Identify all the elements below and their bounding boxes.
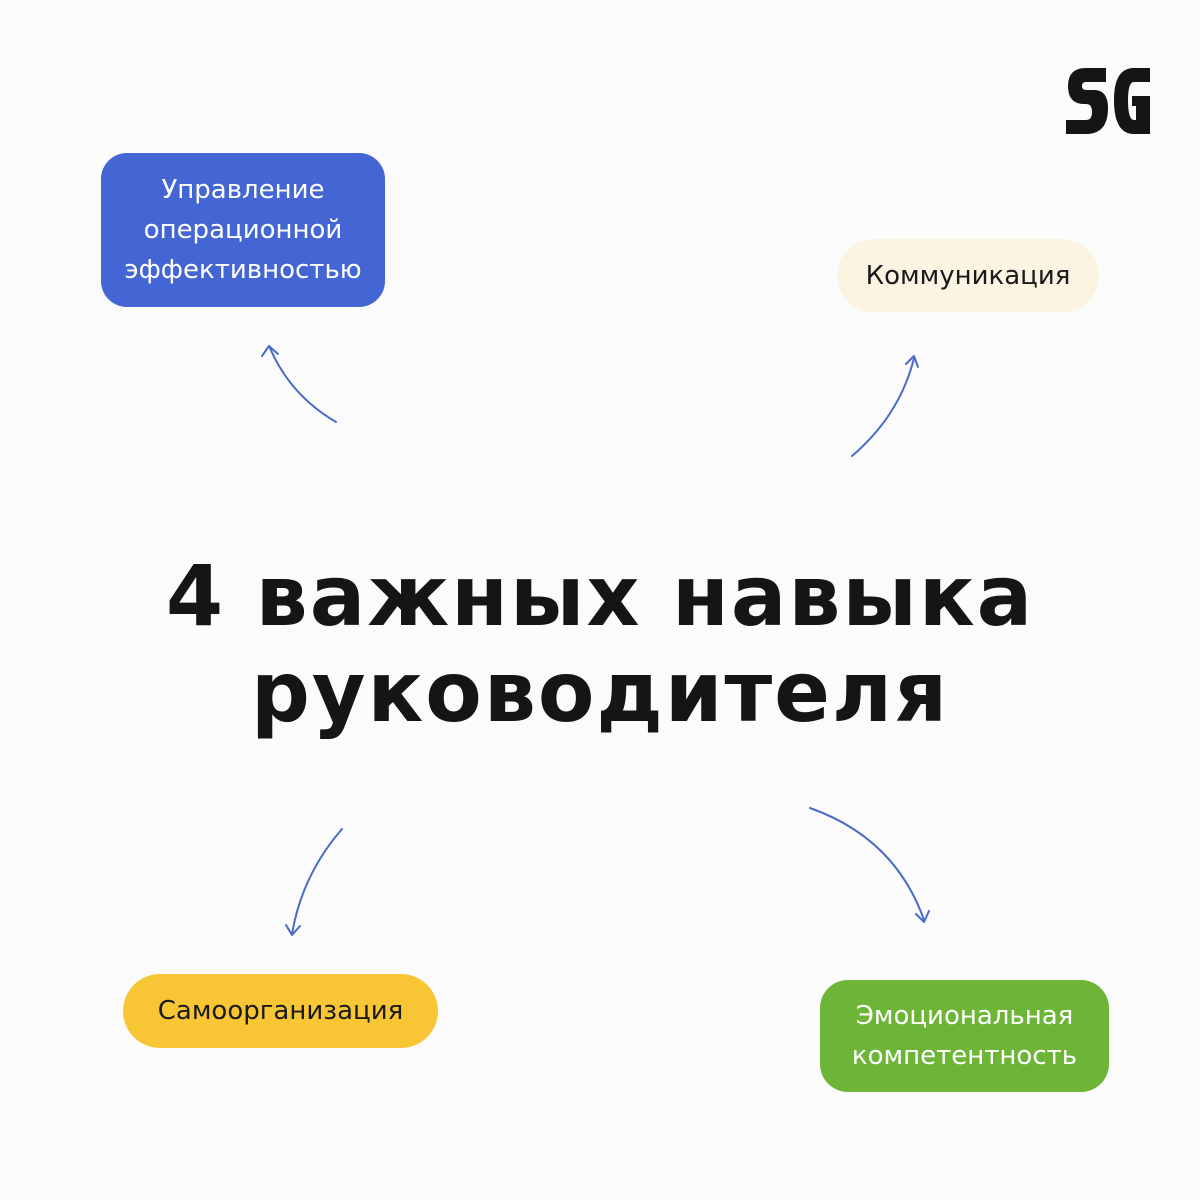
skill-self-organization: Самоорганизация	[123, 974, 438, 1048]
skill-label: Эмоциональная компетентность	[851, 1001, 1078, 1071]
skill-label: Самоорганизация	[157, 996, 404, 1026]
skill-operational-efficiency: Управление операционной эффективностью	[101, 153, 385, 307]
title-line-1: 4 важных навыка	[165, 547, 1035, 645]
skill-emotional-competence: Эмоциональная компетентность	[820, 980, 1109, 1092]
title-line-2: руководителя	[250, 643, 950, 741]
sg-logo	[1066, 68, 1150, 134]
skill-label: Коммуникация	[865, 260, 1071, 291]
arrow-to-emotional-competence	[809, 807, 930, 923]
arrow-to-operational-efficiency	[261, 345, 337, 423]
page-title: 4 важных навыка руководителя	[12, 548, 1188, 740]
arrow-to-self-organization	[285, 828, 343, 936]
arrow-to-communication	[851, 355, 919, 457]
skill-communication: Коммуникация	[837, 239, 1099, 312]
skill-label: Управление операционной эффективностью	[124, 175, 362, 285]
